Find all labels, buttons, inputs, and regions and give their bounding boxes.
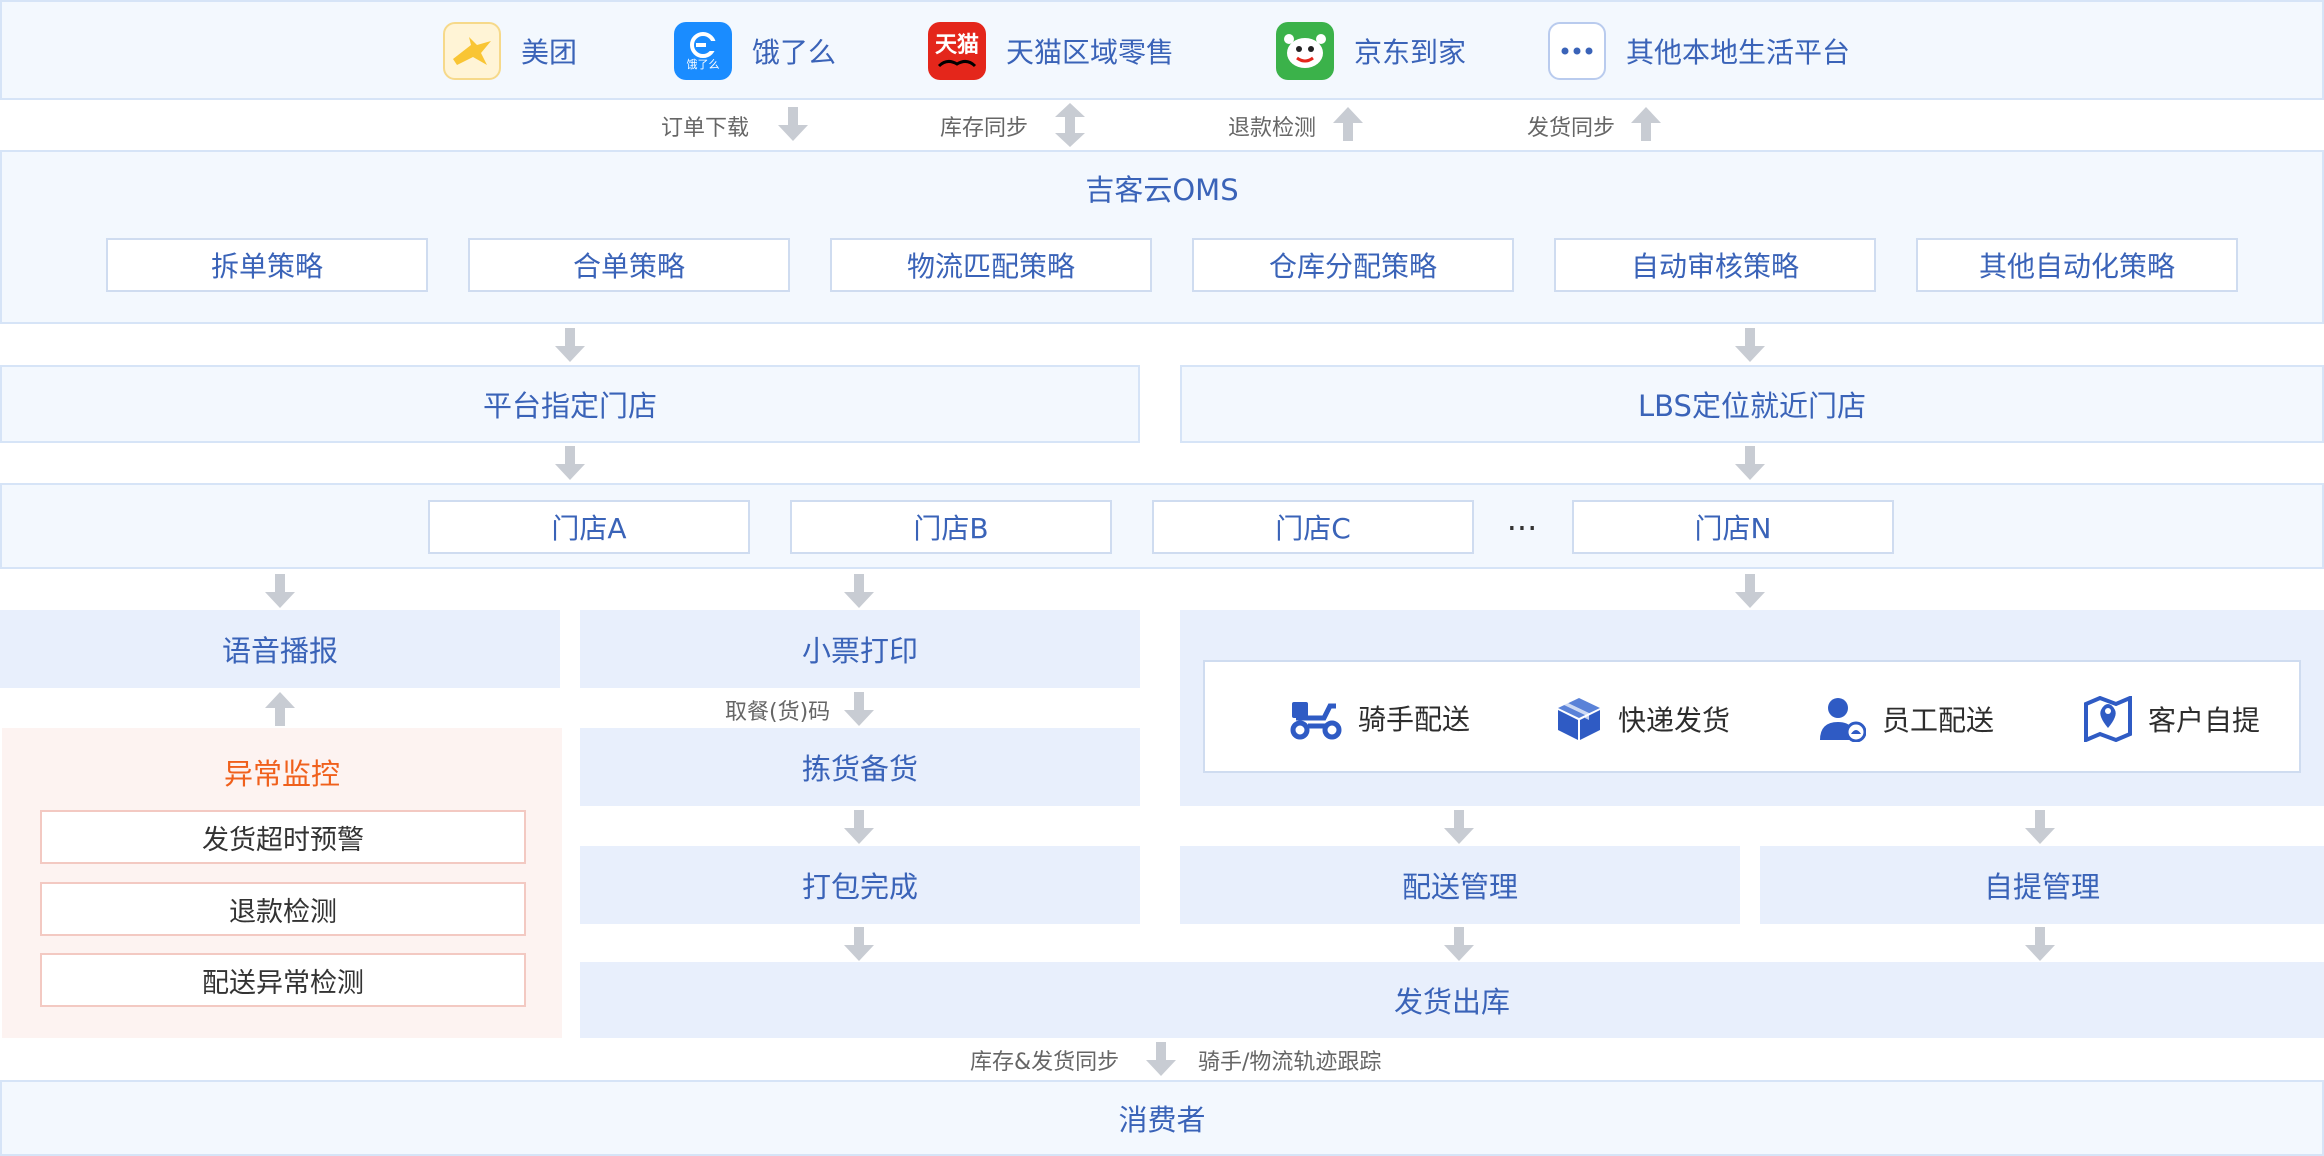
oms-panel bbox=[0, 150, 2324, 324]
tmall-logo-text: 天猫 bbox=[934, 33, 979, 58]
platform-designated-store: 平台指定门店 bbox=[0, 365, 1140, 443]
stores-ellipsis: ··· bbox=[1506, 509, 1538, 547]
arrow-up-icon bbox=[1333, 107, 1363, 141]
arrow-down-icon bbox=[844, 927, 874, 961]
delivery-method-label: 客户自提 bbox=[2148, 704, 2261, 737]
scooter-icon bbox=[1290, 702, 1342, 740]
arrow-both-icon bbox=[1055, 103, 1085, 147]
platform-other: 其他本地生活平台 bbox=[1548, 22, 1850, 80]
delivery-method-express: 快递发货 bbox=[1556, 696, 1730, 742]
arrow-down-icon bbox=[844, 692, 874, 726]
stores-panel bbox=[0, 483, 2324, 569]
platform-meituan: 美团 bbox=[443, 22, 577, 80]
platform-name: 美团 bbox=[521, 36, 578, 69]
strategy-other-automation: 其他自动化策略 bbox=[1916, 238, 2238, 292]
strategy-merge-order: 合单策略 bbox=[468, 238, 790, 292]
arrow-down-icon bbox=[1735, 446, 1765, 480]
exception-monitoring-title: 异常监控 bbox=[223, 757, 340, 791]
arrow-down-icon bbox=[1444, 810, 1474, 844]
picking-stocking: 拣货备货 bbox=[580, 728, 1140, 806]
order-download-label: 订单下载 bbox=[661, 116, 750, 141]
lbs-nearest-store: LBS定位就近门店 bbox=[1180, 365, 2324, 443]
meituan-logo bbox=[443, 22, 501, 80]
refund-check: 退款检测 bbox=[40, 882, 526, 936]
receipt-print: 小票打印 bbox=[580, 610, 1140, 688]
arrow-up-icon bbox=[1631, 107, 1661, 141]
oms-title: 吉客云OMS bbox=[1085, 173, 1239, 207]
arrow-down-icon bbox=[265, 574, 295, 608]
staff-person-icon bbox=[1820, 698, 1866, 742]
shipping-timeout-alert: 发货超时预警 bbox=[40, 810, 526, 864]
arrow-down-icon bbox=[1735, 328, 1765, 362]
delivery-method-rider: 骑手配送 bbox=[1290, 696, 1470, 740]
store-a: 门店A bbox=[428, 500, 750, 554]
more-icon bbox=[1548, 22, 1606, 80]
consumer: 消费者 bbox=[0, 1080, 2324, 1156]
shipment-outbound: 发货出库 bbox=[580, 962, 2324, 1038]
delivery-method-self-pickup: 客户自提 bbox=[2084, 696, 2260, 742]
delivery-method-staff: 员工配送 bbox=[1818, 696, 1994, 742]
pickup-code-label: 取餐(货)码 bbox=[725, 700, 831, 725]
arrow-down-icon bbox=[1735, 574, 1765, 608]
store-c: 门店C bbox=[1152, 500, 1474, 554]
arrow-down-icon bbox=[778, 107, 808, 141]
map-pin-icon bbox=[2084, 696, 2132, 742]
arrow-down-icon bbox=[555, 328, 585, 362]
platform-tmall: 天猫 天猫区域零售 bbox=[928, 22, 1174, 80]
arrow-up-icon bbox=[265, 692, 295, 726]
inventory-sync-label: 库存同步 bbox=[940, 116, 1029, 141]
tmall-logo: 天猫 bbox=[928, 22, 986, 80]
package-box-icon bbox=[1558, 698, 1600, 740]
shipping-sync-label: 发货同步 bbox=[1527, 116, 1616, 141]
eleme-logo-text: 饿了么 bbox=[686, 58, 720, 71]
platform-bar bbox=[0, 0, 2324, 100]
eleme-logo: 饿了么 bbox=[674, 22, 732, 80]
jd-daojia-logo bbox=[1276, 22, 1334, 80]
arrow-down-icon bbox=[844, 810, 874, 844]
delivery-exception-check: 配送异常检测 bbox=[40, 953, 526, 1007]
delivery-method-label: 骑手配送 bbox=[1358, 703, 1471, 736]
strategy-warehouse-allocation: 仓库分配策略 bbox=[1192, 238, 1514, 292]
arrow-down-icon bbox=[555, 446, 585, 480]
platform-name: 京东到家 bbox=[1354, 36, 1467, 69]
delivery-method-label: 快递发货 bbox=[1618, 704, 1731, 737]
strategy-logistics-match: 物流匹配策略 bbox=[830, 238, 1152, 292]
arrow-down-icon bbox=[1146, 1042, 1176, 1076]
delivery-management: 配送管理 bbox=[1180, 846, 1740, 924]
store-n: 门店N bbox=[1572, 500, 1894, 554]
delivery-methods-card bbox=[1203, 660, 2301, 773]
packing-complete: 打包完成 bbox=[580, 846, 1140, 924]
delivery-method-label: 员工配送 bbox=[1882, 704, 1995, 737]
arrow-down-icon bbox=[2025, 810, 2055, 844]
voice-broadcast: 语音播报 bbox=[0, 610, 560, 688]
strategy-auto-review: 自动审核策略 bbox=[1554, 238, 1876, 292]
platform-name: 饿了么 bbox=[752, 36, 837, 69]
pickup-management: 自提管理 bbox=[1760, 846, 2324, 924]
arrow-down-icon bbox=[844, 574, 874, 608]
platform-name: 天猫区域零售 bbox=[1006, 36, 1175, 69]
strategy-split-order: 拆单策略 bbox=[106, 238, 428, 292]
rider-logistics-tracking-label: 骑手/物流轨迹跟踪 bbox=[1198, 1050, 1382, 1075]
arrow-down-icon bbox=[2025, 927, 2055, 961]
arrow-down-icon bbox=[1444, 927, 1474, 961]
platform-name: 其他本地生活平台 bbox=[1626, 36, 1851, 69]
store-b: 门店B bbox=[790, 500, 1112, 554]
inventory-shipping-sync-label: 库存&发货同步 bbox=[970, 1050, 1120, 1075]
platform-eleme: 饿了么 饿了么 bbox=[674, 22, 836, 80]
refund-check-label: 退款检测 bbox=[1228, 116, 1317, 141]
platform-jd-daojia: 京东到家 bbox=[1276, 22, 1466, 80]
